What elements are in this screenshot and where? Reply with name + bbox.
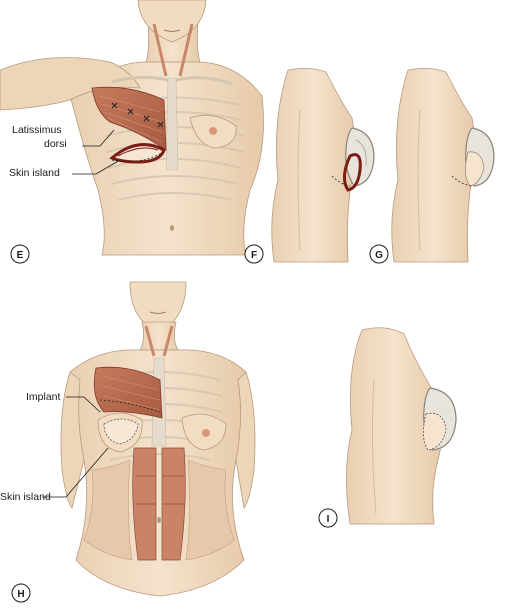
label-skin-island-top: Skin island [9, 167, 60, 179]
panel-e-leader-lines [72, 129, 121, 175]
label-skin-island-bottom: Skin island [0, 491, 51, 503]
panel-h-leader-lines [42, 396, 109, 498]
label-implant: Implant [26, 391, 61, 403]
panel-e-figure [0, 0, 264, 256]
svg-text:E: E [17, 250, 24, 261]
svg-text:I: I [327, 514, 330, 525]
panel-label-i: I [318, 508, 338, 528]
svg-text:F: F [251, 250, 257, 261]
panel-label-h: H [11, 583, 31, 603]
panel-label-f: F [244, 244, 264, 264]
panel-i-figure [346, 327, 457, 525]
panel-label-g: G [369, 244, 389, 264]
panel-g-figure [391, 68, 495, 263]
label-latissimus-line2: dorsi [44, 138, 67, 150]
panel-h-figure [60, 281, 256, 597]
panel-f-figure [271, 68, 375, 263]
label-latissimus-line1: Latissimus [12, 124, 62, 136]
panel-label-e: E [10, 244, 30, 264]
svg-text:H: H [17, 589, 24, 600]
svg-text:G: G [375, 250, 383, 261]
